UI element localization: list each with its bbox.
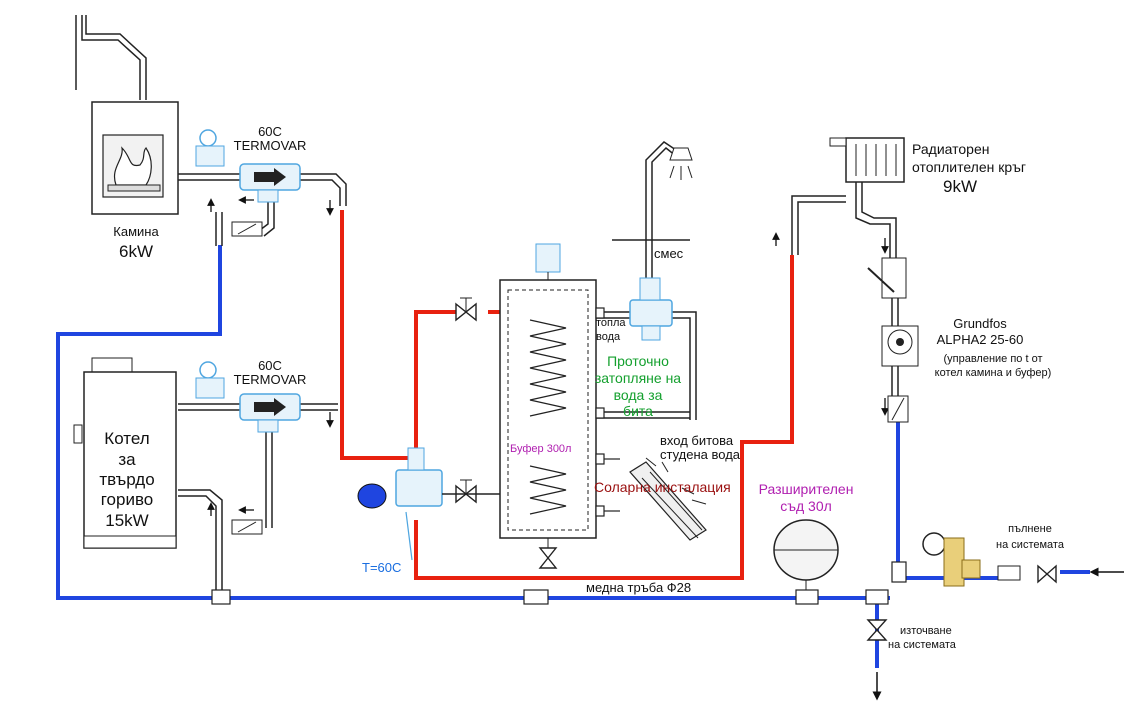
instant-label-4: бита (623, 403, 653, 419)
copper-pipe-label: медна тръба Ф28 (586, 580, 691, 595)
flow-arrows (207, 196, 889, 516)
termovar-valve-bottom (195, 361, 301, 433)
check-valve-bottom (231, 519, 263, 535)
fireplace (91, 101, 179, 215)
filling-group (922, 532, 1057, 587)
boiler-label-1: Котел (104, 429, 149, 448)
solar-collector (629, 457, 707, 541)
circulation-pump (881, 325, 919, 367)
drain-label-1: източване (900, 625, 952, 637)
radiator-label-2: отоплителен кръг (912, 159, 1026, 175)
boiler-label-3: твърдо (99, 470, 154, 489)
hot-water-label-1: топла (596, 317, 626, 329)
pump-label-4: котел камина и буфер) (935, 367, 1052, 379)
instant-label-1: Проточно (607, 353, 669, 369)
boiler-label-4: гориво (101, 490, 154, 509)
outline-pipes (75, 15, 899, 590)
pump-label-2: ALPHA2 25-60 (937, 332, 1024, 347)
boiler-label-2: за (118, 450, 136, 469)
solar-label: Соларна инсталация (594, 479, 731, 495)
radiator (829, 137, 905, 183)
shower-head (669, 147, 693, 180)
fill-label-1: пълнене (1008, 523, 1052, 535)
expansion-vessel (773, 519, 839, 598)
hot-water-label-2: вода (596, 331, 621, 343)
cold-in-label-1: вход битова (660, 433, 734, 448)
pump-label-1: Grundfos (953, 316, 1007, 331)
instant-label-2: затопляне на (595, 370, 681, 386)
termovar-bottom-name: TERMOVAR (234, 372, 307, 387)
dhw-mixing-valve (629, 277, 673, 341)
radiator-power: 9kW (943, 177, 977, 196)
check-valve-top (231, 221, 263, 237)
check-valve-pump (887, 395, 909, 423)
return-fittings (211, 561, 907, 605)
cold-in-label-2: студена вода (660, 447, 741, 462)
mixing-valve-left (357, 447, 443, 561)
solid-fuel-boiler (73, 357, 177, 549)
buffer-label: Буфер 300л (510, 443, 571, 455)
gate-valve-top (455, 297, 477, 322)
fireplace-power: 6kW (119, 242, 153, 261)
t60-label: T=60C (362, 560, 401, 575)
buffer-tank (499, 243, 597, 548)
strainer (867, 257, 907, 299)
system-drain-valve (866, 619, 888, 641)
fireplace-label: Камина (113, 224, 159, 239)
hot-supply-pipes (340, 210, 794, 580)
drain-label-2: на системата (888, 639, 957, 651)
instant-label-3: вода за (614, 387, 663, 403)
gate-valve-mid (455, 479, 477, 504)
termovar-top-temp: 60C (258, 124, 282, 139)
boiler-power: 15kW (105, 511, 148, 530)
termovar-bottom-temp: 60C (258, 358, 282, 373)
fill-label-2: на системата (996, 539, 1065, 551)
buffer-ports (595, 307, 620, 517)
termovar-valve-top (195, 129, 301, 203)
expansion-label-1: Разширителен (759, 481, 854, 497)
termovar-top-name: TERMOVAR (234, 138, 307, 153)
expansion-label-2: съд 30л (780, 498, 832, 514)
pump-label-3: (управление по t от (943, 353, 1042, 365)
mix-label: смес (654, 246, 684, 261)
buffer-drain-valve (538, 547, 558, 569)
radiator-label-1: Радиаторен (912, 141, 989, 157)
